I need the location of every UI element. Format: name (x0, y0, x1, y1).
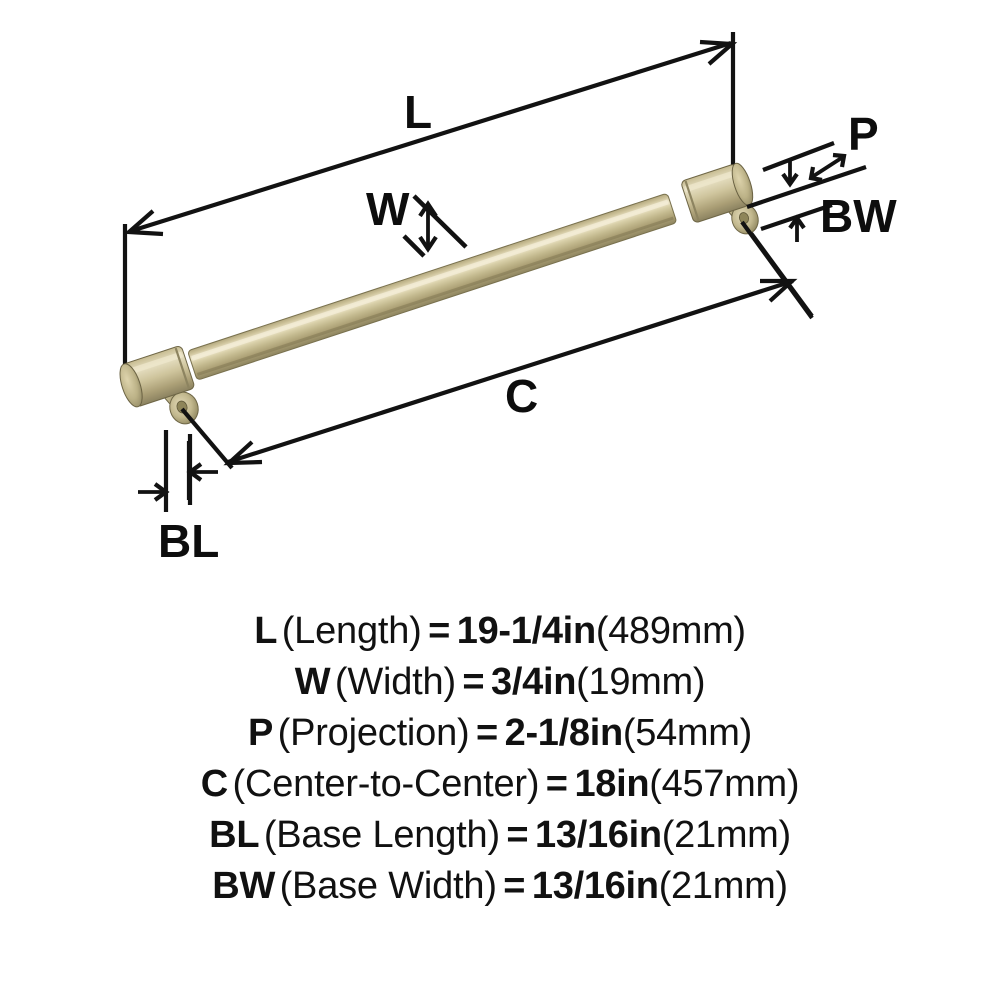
spec-code: BW (212, 865, 276, 907)
leader-lines (180, 220, 814, 470)
spec-equals: = (462, 661, 485, 703)
spec-imperial: 2-1/8in (504, 712, 624, 754)
spec-code: BL (209, 814, 260, 856)
spec-name: (Center-to-Center) (232, 763, 540, 805)
spec-equals: = (503, 865, 526, 907)
spec-row: L (Length) = 19-1/4in(489mm) (18, 612, 982, 650)
spec-equals: = (506, 814, 529, 856)
spec-row: P (Projection) = 2-1/8in(54mm) (18, 714, 982, 752)
label-length: L (404, 86, 432, 138)
spec-name: (Projection) (277, 712, 470, 754)
spec-code: L (254, 610, 278, 652)
pull-hardware (119, 162, 759, 425)
label-width: W (366, 183, 410, 235)
spec-metric: (21mm) (658, 865, 788, 907)
left-end-cap (119, 346, 195, 408)
spec-name: (Width) (334, 661, 456, 703)
spec-code: P (248, 712, 274, 754)
spec-metric: (489mm) (595, 610, 746, 652)
spec-row: C (Center-to-Center) = 18in(457mm) (18, 765, 982, 803)
spec-row: BL (Base Length) = 13/16in(21mm) (18, 816, 982, 854)
label-base-width: BW (820, 190, 897, 242)
spec-name: (Length) (281, 610, 422, 652)
spec-code: C (200, 763, 229, 805)
spec-metric: (457mm) (649, 763, 800, 805)
label-projection: P (848, 108, 879, 160)
specification-list: L (Length) = 19-1/4in(489mm) W (Width) =… (0, 612, 1000, 918)
label-base-length: BL (158, 515, 219, 567)
dimension-length: L (122, 32, 738, 372)
right-end-cap (681, 162, 754, 223)
spec-name: (Base Length) (263, 814, 500, 856)
spec-equals: = (428, 610, 451, 652)
dimension-projection: P (746, 108, 879, 209)
spec-equals: = (475, 712, 499, 754)
spec-metric: (54mm) (622, 712, 752, 754)
dimension-width: W (366, 183, 468, 258)
spec-code: W (294, 661, 331, 703)
label-center-to-center: C (505, 370, 538, 422)
spec-metric: (19mm) (576, 661, 706, 703)
spec-metric: (21mm) (661, 814, 791, 856)
spec-imperial: 3/4in (491, 661, 577, 703)
spec-imperial: 18in (574, 763, 650, 805)
spec-row: W (Width) = 3/4in(19mm) (18, 663, 982, 701)
spec-row: BW (Base Width) = 13/16in(21mm) (18, 867, 982, 905)
spec-imperial: 19-1/4in (456, 610, 596, 652)
spec-equals: = (545, 763, 568, 805)
pull-bar (188, 193, 677, 380)
dimension-base-width: BW (760, 190, 897, 242)
spec-imperial: 13/16in (535, 814, 662, 856)
spec-name: (Base Width) (279, 865, 497, 907)
dimension-base-length: BL (138, 430, 219, 567)
spec-imperial: 13/16in (531, 865, 659, 907)
